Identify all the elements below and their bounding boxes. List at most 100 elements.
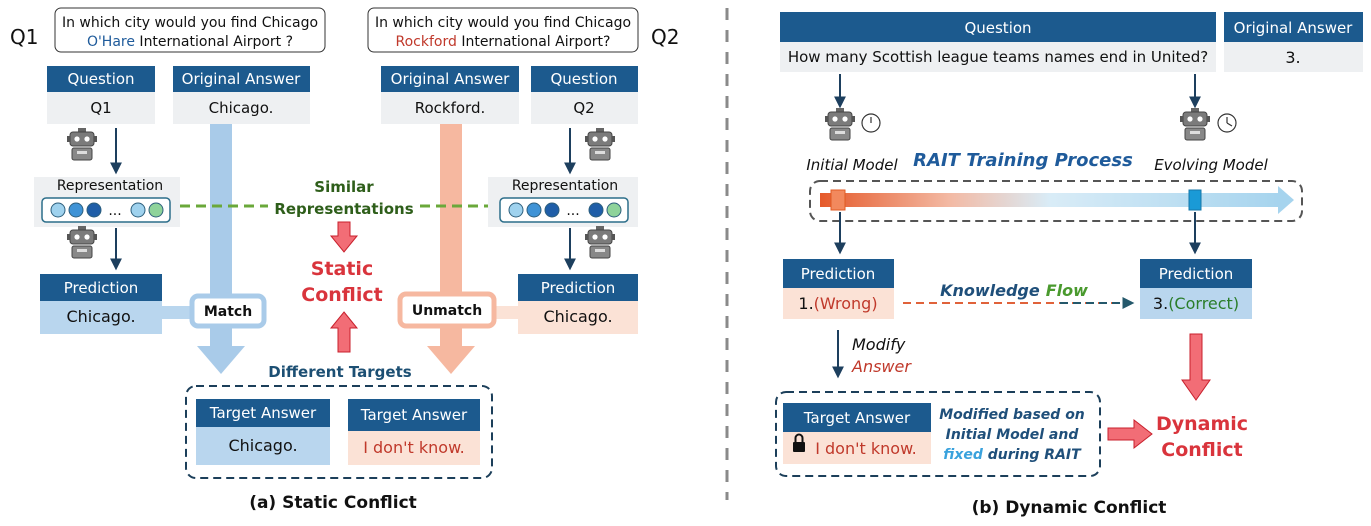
- initial-marker: [830, 189, 846, 211]
- process-gradient-bar: [820, 193, 1280, 207]
- targets-to-conflict-arrow: [329, 311, 359, 353]
- process-dashed-box: [809, 180, 1303, 222]
- dynamic-conflict-line2: Conflict: [1161, 439, 1242, 461]
- dyn-pred1-body: [783, 288, 894, 319]
- dyn-question-label: Question: [964, 19, 1031, 37]
- evolving-model-label: Evolving Model: [1154, 156, 1268, 174]
- robot-icon: [1179, 107, 1211, 141]
- pred2-body: [518, 301, 638, 334]
- robot-icon: [584, 127, 616, 161]
- q2-line2: Rockford International Airport?: [396, 34, 611, 50]
- target2-value: I don't know.: [363, 438, 465, 457]
- lock-icon: [793, 433, 805, 452]
- q1-question-header: [47, 66, 155, 92]
- q2-line1: In which city would you find Chicago: [375, 15, 631, 31]
- rep2-dot: [588, 202, 604, 218]
- q1-line2: O'Hare International Airport ?: [87, 34, 293, 50]
- modified-line1: Modified based on: [939, 407, 1085, 423]
- match-arrow-shaft: [210, 124, 232, 346]
- unmatch-arrow-head: [427, 346, 475, 374]
- target2-header: [348, 399, 480, 431]
- similar-line2: Representations: [274, 200, 413, 218]
- static-caption: (a) Static Conflict: [249, 493, 417, 513]
- orig2-value: Rockford.: [415, 99, 486, 117]
- q1-line1: In which city would you find Chicago: [62, 15, 318, 31]
- match-arrow-head: [197, 346, 245, 374]
- q2-question-header: [531, 66, 638, 92]
- dyn-pred1-text: (Wrong): [814, 294, 878, 313]
- static-conflict-line1: Static: [311, 258, 373, 280]
- q2-prefix: Q2: [651, 25, 679, 49]
- dynamic-conflict-line1: Dynamic: [1156, 413, 1248, 435]
- dyn-pred1-header: [783, 259, 894, 288]
- rep2-dots-text: ...: [566, 203, 579, 219]
- pred1-value: Chicago.: [66, 307, 135, 326]
- target-to-conflict-arrow: [1107, 418, 1153, 450]
- q2-question-value: Q2: [573, 99, 594, 117]
- q2-line2-rest: International Airport?: [457, 34, 611, 50]
- robot-icon: [584, 225, 616, 259]
- similar-to-conflict-arrow: [329, 221, 359, 253]
- q1-bubble: [54, 7, 326, 53]
- q1-question-label: Question: [67, 70, 134, 88]
- dyn-orig-header: [1224, 12, 1363, 42]
- q1-question-value: Q1: [90, 99, 111, 117]
- rep2-dot: [606, 202, 622, 218]
- modified-line2: Initial Model and: [946, 427, 1080, 443]
- pred1-header: [40, 274, 162, 301]
- match-label: Match: [204, 304, 252, 320]
- targets-dashed-box: [185, 385, 493, 479]
- rep2-dot: [508, 202, 524, 218]
- dyn-question-value: How many Scottish league teams names end…: [788, 48, 1208, 66]
- dyn-question-body: [780, 42, 1216, 72]
- dyn-pred2-value: 3.(Correct): [1153, 294, 1239, 313]
- fixed-word: fixed: [943, 447, 984, 463]
- static-conflict-line2: Conflict: [301, 284, 382, 306]
- dyn-pred2-num: 3.: [1153, 294, 1168, 313]
- similar-line1: Similar: [314, 178, 374, 196]
- flow-word: Flow: [1046, 281, 1088, 300]
- pred2-header: [518, 274, 638, 301]
- q1-question-body: [47, 92, 155, 124]
- rep1-dots-text: ...: [108, 203, 121, 219]
- process-title: RAIT Training Process: [913, 150, 1133, 171]
- rep1-dot: [68, 202, 84, 218]
- orig2-label: Original Answer: [391, 70, 511, 88]
- pred-to-conflict-arrow: [1181, 333, 1211, 401]
- dyn-orig-body: [1224, 42, 1363, 72]
- dynamic-caption: (b) Dynamic Conflict: [972, 498, 1167, 518]
- target1-body: [196, 427, 330, 465]
- q1-line2-rest: International Airport ?: [135, 34, 293, 50]
- rep1-dot: [148, 202, 164, 218]
- rep1-dot: [86, 202, 102, 218]
- dyn-target-header: [783, 403, 931, 432]
- modified-line3: fixed during RAIT: [943, 447, 1082, 463]
- modify-line2: Answer: [851, 357, 912, 376]
- q1-highlight: O'Hare: [87, 34, 135, 50]
- dyn-target-body: [783, 432, 931, 464]
- target1-value: Chicago.: [228, 436, 297, 455]
- orig2-body: [381, 92, 519, 124]
- dyn-pred2-body: [1140, 288, 1252, 319]
- match-connector: [162, 306, 196, 319]
- dyn-pred2-label: Prediction: [1159, 265, 1234, 283]
- different-targets: Different Targets: [268, 363, 411, 381]
- orig2-header: [381, 66, 519, 92]
- initial-model-label: Initial Model: [806, 156, 898, 174]
- modified-line3-rest: during RAIT: [983, 447, 1082, 463]
- orig1-header: [173, 66, 310, 92]
- pred1-label: Prediction: [64, 279, 139, 297]
- unmatch-connector: [490, 306, 518, 319]
- target2-label: Target Answer: [360, 406, 468, 424]
- dyn-pred2-text: (Correct): [1168, 294, 1239, 313]
- rep2-dot: [526, 202, 542, 218]
- match-badge: [189, 293, 267, 329]
- dyn-pred1-label: Prediction: [801, 265, 876, 283]
- dyn-orig-label: Original Answer: [1234, 19, 1354, 37]
- robot-icon: [824, 107, 856, 141]
- target2-body: [348, 431, 480, 465]
- orig1-body: [173, 92, 310, 124]
- robot-icon: [66, 225, 98, 259]
